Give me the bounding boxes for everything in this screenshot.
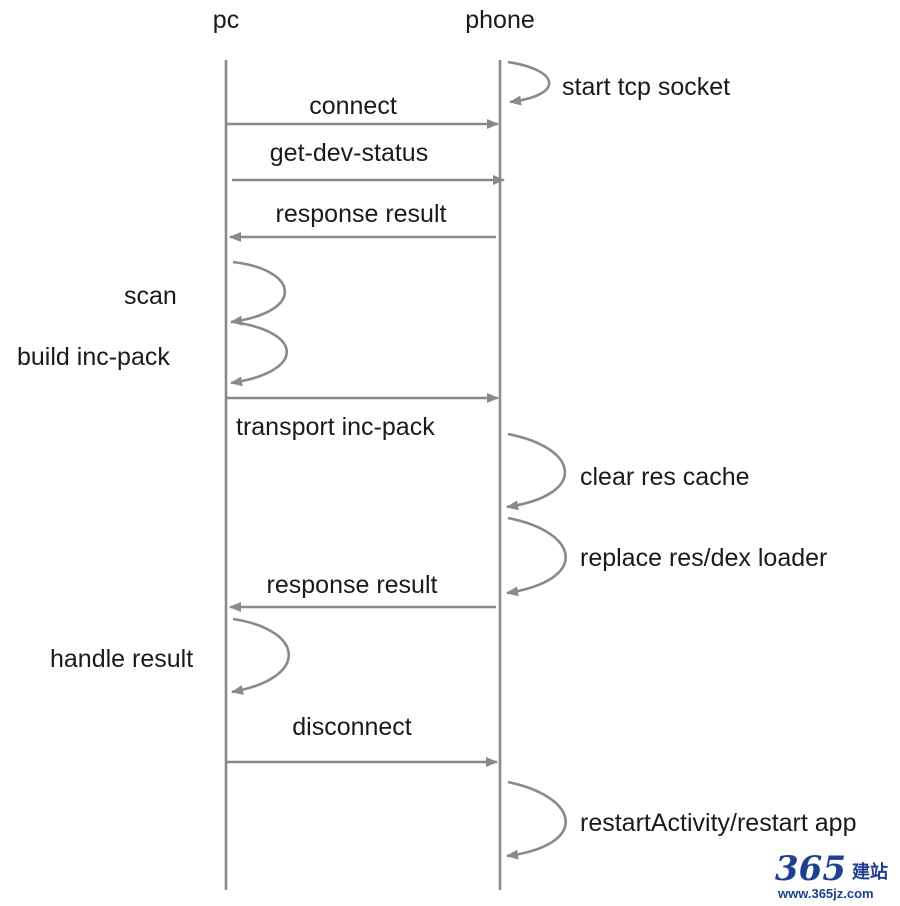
restart-loop [506, 780, 567, 860]
connect-label: connect [309, 92, 397, 120]
disconnect-label: disconnect [292, 713, 412, 741]
watermark: 365 建站 www.365jz.com [775, 849, 888, 901]
watermark-logo: 365 [775, 849, 846, 889]
phone-lifeline-header: phone [465, 6, 535, 34]
build-inc-pack-loop [230, 320, 289, 387]
restart-label: restartActivity/restart app [580, 809, 856, 837]
start-tcp-socket-loop [507, 60, 551, 106]
handle-result-label: handle result [50, 645, 193, 673]
replace-loader-loop [506, 516, 567, 597]
clear-res-cache-label: clear res cache [580, 463, 750, 491]
watermark-cn: 建站 [852, 861, 888, 883]
transport-inc-pack-label: transport inc-pack [236, 413, 435, 441]
clear-res-cache-loop [506, 432, 567, 511]
pc-lifeline-header: pc [213, 6, 239, 34]
replace-loader-label: replace res/dex loader [580, 544, 827, 572]
start-tcp-socket-label: start tcp socket [562, 73, 730, 101]
build-inc-pack-label: build inc-pack [17, 343, 170, 371]
scan-loop [230, 260, 287, 326]
response-result-label-1: response result [276, 200, 447, 228]
get-dev-status-label: get-dev-status [270, 139, 428, 167]
response-result-label-2: response result [267, 571, 438, 599]
scan-label: scan [124, 282, 177, 310]
handle-result-loop [231, 617, 290, 695]
watermark-url: www.365jz.com [777, 886, 874, 901]
